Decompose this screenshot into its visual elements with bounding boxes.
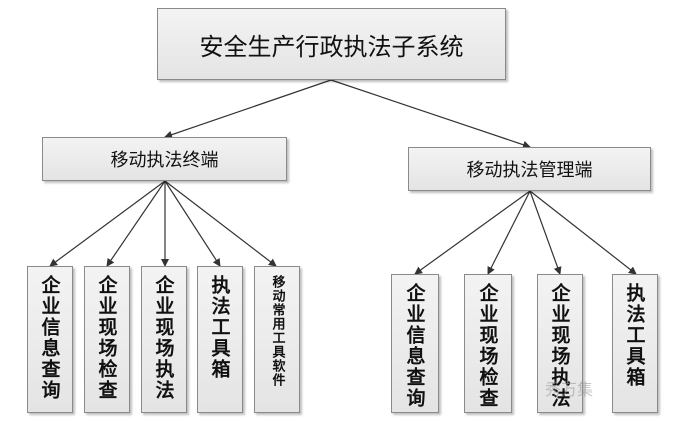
left-leaf-mobile-common-tools: 移动常用工具软件: [254, 266, 300, 413]
left-leaf-enterprise-info-query: 企业信息查询: [27, 266, 73, 413]
left-leaf-enterprise-site-enforcement: 企业现场执法: [141, 266, 187, 413]
mobile-terminal-node: 移动执法终端: [42, 137, 287, 181]
left-leaf-enforcement-toolbox: 执法工具箱: [197, 266, 243, 413]
watermark: 秀万集: [545, 380, 594, 399]
mobile-management-node: 移动执法管理端: [408, 147, 651, 191]
right-leaf-enforcement-toolbox: 执法工具箱: [612, 274, 658, 413]
left-leaf-enterprise-site-inspection: 企业现场检查: [84, 266, 130, 413]
right-leaf-enterprise-site-inspection: 企业现场检查: [464, 274, 512, 413]
root-node: 安全生产行政执法子系统: [157, 8, 506, 80]
right-leaf-enterprise-site-enforcement: 企业现场执法: [537, 274, 583, 413]
right-leaf-enterprise-info-query: 企业信息查询: [391, 274, 439, 413]
